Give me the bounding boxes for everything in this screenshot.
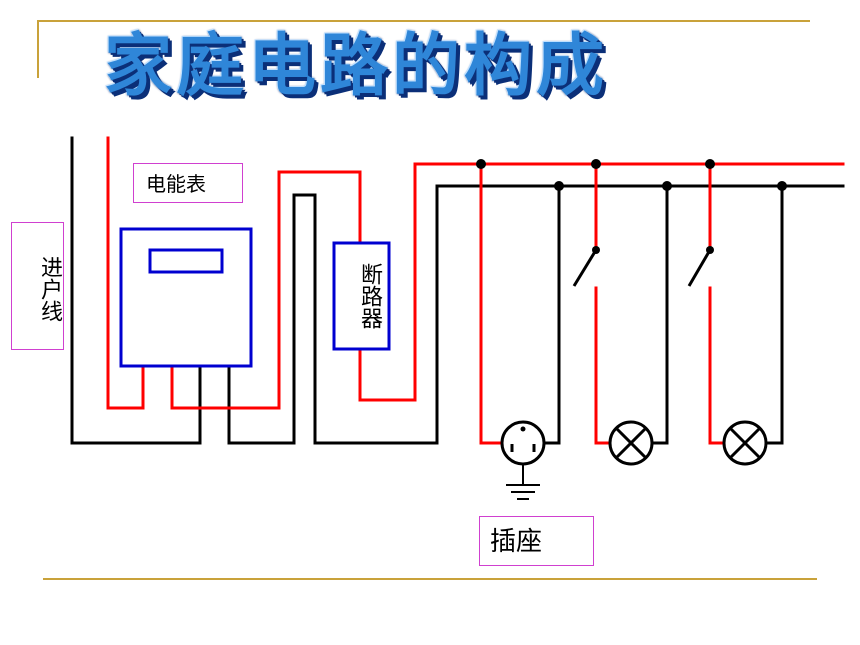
junction-dot [662, 181, 672, 191]
lamp1-live-lower [594, 286, 612, 445]
bottom-frame-rule [43, 578, 817, 580]
breaker-body [332, 241, 391, 351]
junction-dot [591, 159, 601, 169]
meter-display [148, 248, 224, 274]
top-frame-rule [37, 20, 810, 22]
left-frame-rule [37, 20, 39, 78]
switch-1 [572, 249, 598, 287]
junction-dot [777, 181, 787, 191]
lamp2-neutral [765, 184, 784, 445]
lamp-2 [722, 420, 768, 466]
lamp-1 [608, 420, 654, 466]
meter-label: 电能表 [133, 163, 243, 203]
socket-symbol [500, 420, 546, 500]
switch-contact-dot [706, 246, 714, 254]
socket-neutral-branch [542, 184, 561, 445]
live-inlet-wire [106, 136, 145, 410]
neutral-meter-out-wire [227, 184, 845, 445]
inlet-wire-label: 进户线 [11, 222, 64, 350]
socket-live-branch [479, 162, 504, 445]
junction-dot [554, 181, 564, 191]
live-meter-out-wire [170, 170, 362, 410]
switch-contact-dot [592, 246, 600, 254]
lamp1-neutral [651, 184, 669, 445]
live-breaker-out-wire [358, 162, 845, 402]
junction-dot [705, 159, 715, 169]
slide-title: 家庭电路的构成 [104, 27, 609, 106]
junction-dot [476, 159, 486, 169]
breaker-label: 断路器 [357, 263, 382, 329]
neutral-inlet-wire [70, 136, 202, 445]
socket-label: 插座 [479, 516, 594, 566]
switch-2 [687, 249, 712, 287]
lamp2-live-lower [708, 286, 726, 445]
